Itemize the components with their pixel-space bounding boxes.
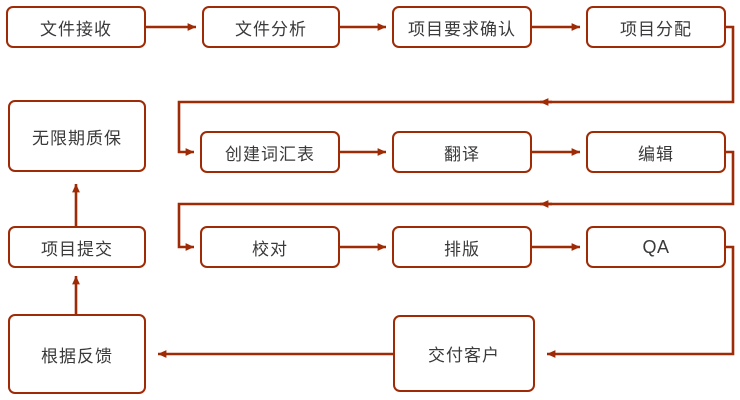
node-layout[interactable]: 排版 (392, 226, 532, 268)
node-qa[interactable]: QA (586, 226, 726, 268)
node-proofread[interactable]: 校对 (200, 226, 340, 268)
node-feedback[interactable]: 根据反馈 (8, 314, 146, 394)
node-submit[interactable]: 项目提交 (8, 226, 146, 268)
node-edit[interactable]: 编辑 (586, 131, 726, 173)
node-receive[interactable]: 文件接收 (6, 6, 146, 48)
node-assign[interactable]: 项目分配 (586, 6, 726, 48)
node-glossary[interactable]: 创建词汇表 (200, 131, 340, 173)
node-warranty[interactable]: 无限期质保 (8, 100, 146, 172)
node-translate[interactable]: 翻译 (392, 131, 532, 173)
node-analyze[interactable]: 文件分析 (202, 6, 340, 48)
node-confirm[interactable]: 项目要求确认 (392, 6, 532, 48)
node-deliver[interactable]: 交付客户 (393, 315, 535, 392)
